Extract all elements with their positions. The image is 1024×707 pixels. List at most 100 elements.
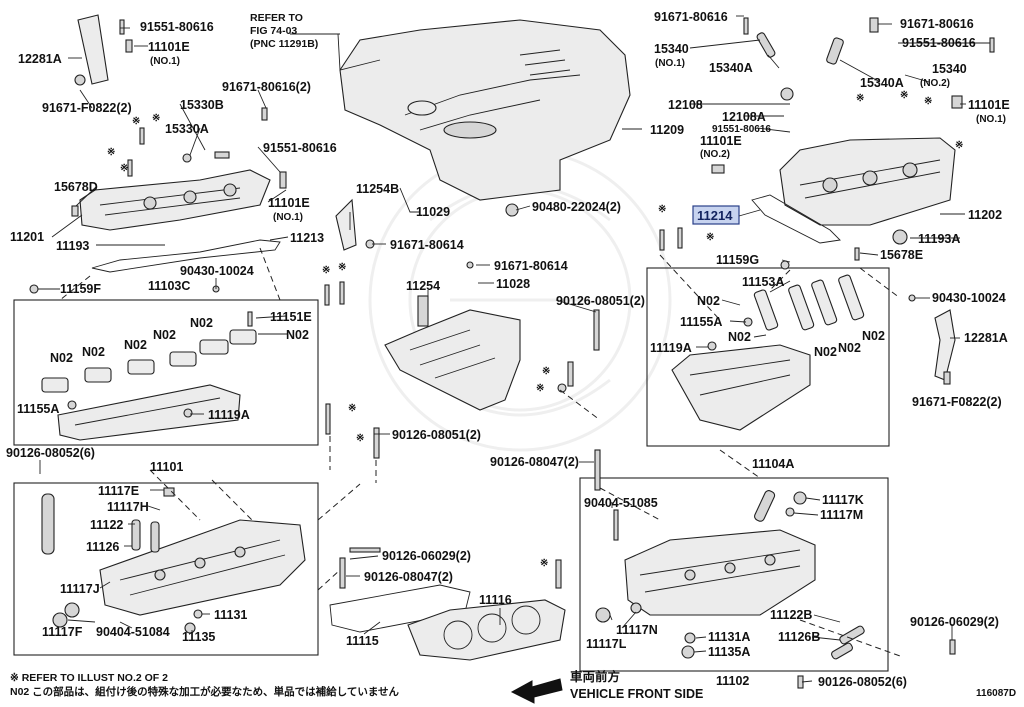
label-11155a[interactable]: 11155A (17, 402, 59, 416)
label-11119a[interactable]: 11119A (650, 341, 692, 355)
label-90126-08047-2[interactable]: 90126-08047(2) (364, 570, 453, 584)
label-11159f[interactable]: 11159F (60, 282, 101, 296)
label-11254[interactable]: 11254 (406, 279, 440, 293)
label-11126[interactable]: 11126 (86, 540, 119, 554)
head-gasket-11116[interactable] (407, 599, 566, 661)
label-90404-51085[interactable]: 90404-51085 (584, 496, 658, 510)
label-11201[interactable]: 11201 (10, 230, 44, 244)
label-90126-08051-2[interactable]: 90126-08051(2) (392, 428, 481, 442)
label-11193[interactable]: 11193 (56, 239, 89, 253)
gasket-11213[interactable] (91, 239, 281, 273)
label-n02[interactable]: N02 (814, 345, 837, 359)
label-11117j[interactable]: 11117J (60, 582, 100, 596)
label-n02[interactable]: N02 (697, 294, 720, 308)
label-12108a[interactable]: 12108A (722, 110, 766, 124)
label-15330a[interactable]: 15330A (165, 122, 209, 136)
label-90126-06029-2[interactable]: 90126-06029(2) (910, 615, 999, 629)
label-11122[interactable]: 11122 (90, 518, 123, 532)
engine-cover[interactable] (339, 19, 631, 201)
label-11131a[interactable]: 11131A (708, 630, 750, 644)
label-n02[interactable]: N02 (82, 345, 105, 359)
label-11209[interactable]: 11209 (650, 123, 684, 137)
label-91551-80616[interactable]: 91551-80616 (140, 20, 214, 34)
label-90430-10024[interactable]: 90430-10024 (932, 291, 1006, 305)
label-11135[interactable]: 11135 (182, 630, 215, 644)
label-91551-80616[interactable]: 91551-80616 (712, 124, 771, 135)
cylinder-head-left[interactable] (99, 519, 306, 616)
label-n02[interactable]: N02 (153, 328, 176, 342)
label-11115[interactable]: 11115 (346, 634, 379, 648)
label-11119a[interactable]: 11119A (208, 408, 250, 422)
label-11159g[interactable]: 11159G (716, 253, 759, 267)
label-90430-10024[interactable]: 90430-10024 (180, 264, 254, 278)
cylinder-head-right[interactable] (624, 529, 816, 616)
label-11135a[interactable]: 11135A (708, 645, 750, 659)
gasket-11214[interactable] (751, 194, 841, 244)
label-12281a[interactable]: 12281A (964, 331, 1008, 345)
label-15340a[interactable]: 15340A (860, 76, 904, 90)
label-15340a[interactable]: 15340A (709, 61, 753, 75)
bearing-caps-right[interactable] (753, 274, 865, 331)
label-15330b[interactable]: 15330B (180, 98, 224, 112)
label-11028[interactable]: 11028 (496, 277, 530, 291)
bearing-caps-left[interactable] (41, 329, 257, 393)
label-11193a[interactable]: 11193A (918, 232, 960, 246)
label-11101e[interactable]: 11101E (148, 40, 190, 54)
label-90126-06029-2[interactable]: 90126-06029(2) (382, 549, 471, 563)
label-11103c[interactable]: 11103C (148, 279, 190, 293)
label-11213[interactable]: 11213 (290, 231, 324, 245)
label-11117f[interactable]: 11117F (42, 625, 83, 639)
label-n02[interactable]: N02 (50, 351, 73, 365)
label-11117l[interactable]: 11117L (586, 637, 627, 651)
label-91671-80616-2[interactable]: 91671-80616(2) (222, 80, 311, 94)
label-90126-08052-6[interactable]: 90126-08052(6) (6, 446, 95, 460)
label-11101e[interactable]: 11101E (268, 196, 310, 210)
label-11151e[interactable]: 11151E (270, 310, 312, 324)
label-11117n[interactable]: 11117N (616, 623, 658, 637)
label-11214-highlighted[interactable]: 11214 (697, 208, 733, 223)
bracket-12281a-right[interactable] (934, 309, 956, 381)
label-11117k[interactable]: 11117K (822, 493, 864, 507)
label-91671-f0822[interactable]: 91671-F0822(2) (912, 395, 1002, 409)
label-91671-80616[interactable]: 91671-80616 (900, 17, 974, 31)
label-15678e[interactable]: 15678E (880, 248, 923, 262)
label-91671-80614[interactable]: 91671-80614 (390, 238, 464, 252)
label-91671-f0822[interactable]: 91671-F0822(2) (42, 101, 132, 115)
label-11104a[interactable]: 11104A (752, 457, 794, 471)
label-11155a[interactable]: 11155A (680, 315, 722, 329)
label-n02[interactable]: N02 (838, 341, 861, 355)
bracket-12281a-left[interactable] (77, 14, 109, 85)
bracket-11029[interactable] (335, 198, 357, 251)
camshaft-housing-left[interactable] (57, 384, 241, 441)
label-91551-80616[interactable]: 91551-80616 (263, 141, 337, 155)
label-11101e[interactable]: 11101E (700, 134, 742, 148)
label-11102[interactable]: 11102 (716, 674, 749, 688)
label-90404-51084[interactable]: 90404-51084 (96, 625, 170, 639)
label-11116[interactable]: 11116 (479, 593, 512, 607)
label-90126-08052-6[interactable]: 90126-08052(6) (818, 675, 907, 689)
label-15340[interactable]: 15340 (932, 62, 967, 76)
label-91671-80616[interactable]: 91671-80616 (654, 10, 728, 24)
label-11122b[interactable]: 11122B (770, 608, 812, 622)
label-11029[interactable]: 11029 (416, 205, 450, 219)
label-11117m[interactable]: 11117M (820, 508, 863, 522)
label-91671-80614[interactable]: 91671-80614 (494, 259, 568, 273)
label-11202[interactable]: 11202 (968, 208, 1002, 222)
label-n02[interactable]: N02 (862, 329, 885, 343)
label-15340[interactable]: 15340 (654, 42, 689, 56)
label-90126-08051-2[interactable]: 90126-08051(2) (556, 294, 645, 308)
label-90126-08047-2[interactable]: 90126-08047(2) (490, 455, 579, 469)
label-11254b[interactable]: 11254B (356, 182, 399, 196)
label-11117e[interactable]: 11117E (98, 484, 139, 498)
intake-manifold[interactable] (384, 295, 521, 411)
label-n02[interactable]: N02 (124, 338, 147, 352)
label-90480-22024[interactable]: 90480-22024(2) (532, 200, 621, 214)
label-n02[interactable]: N02 (728, 330, 751, 344)
camshaft-housing-right[interactable] (671, 344, 811, 431)
label-11101[interactable]: 11101 (150, 460, 183, 474)
label-91551-80616[interactable]: 91551-80616 (902, 36, 976, 50)
label-11101e[interactable]: 11101E (968, 98, 1010, 112)
valve-cover-right[interactable] (779, 137, 956, 226)
label-11153a[interactable]: 11153A (742, 275, 784, 289)
label-n02[interactable]: N02 (286, 328, 309, 342)
